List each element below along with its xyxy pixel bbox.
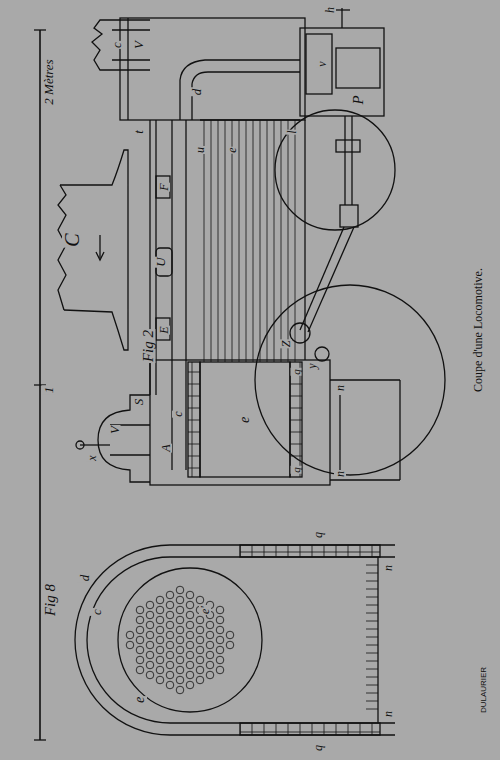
part-letter: l bbox=[286, 129, 298, 134]
figure-caption: Coupe d'une Locomotive. bbox=[472, 267, 484, 393]
part-letter: d bbox=[190, 88, 203, 97]
part-letter: e' bbox=[199, 605, 211, 615]
part-letter: n bbox=[382, 710, 394, 718]
part-letter: Fig 2 bbox=[141, 329, 156, 363]
part-letter: v bbox=[316, 60, 328, 67]
part-letter: C bbox=[62, 232, 82, 247]
part-letter: U bbox=[154, 256, 167, 267]
part-letter: q bbox=[312, 531, 324, 539]
part-letter: 2 Mètres bbox=[42, 58, 55, 105]
part-letter: n bbox=[334, 384, 346, 392]
part-letter: y bbox=[306, 362, 318, 369]
part-letter: x bbox=[86, 454, 98, 461]
part-letter: t bbox=[132, 129, 145, 135]
part-letter: u bbox=[194, 146, 206, 154]
part-letter: h bbox=[324, 6, 336, 14]
part-letter: F bbox=[158, 182, 170, 191]
part-letter: E bbox=[158, 325, 170, 334]
part-letter: n bbox=[334, 470, 346, 478]
part-letter: q bbox=[291, 368, 302, 376]
part-letter: q bbox=[291, 466, 302, 474]
part-letter: DULAURIER bbox=[480, 666, 488, 714]
part-letter: d bbox=[78, 574, 91, 583]
part-letter: e bbox=[133, 696, 147, 704]
part-letter: c bbox=[110, 41, 123, 49]
part-letter: Fig 8 bbox=[43, 583, 58, 617]
part-letter: c bbox=[90, 608, 103, 616]
part-letter: S bbox=[132, 398, 145, 407]
part-letter: Z bbox=[280, 340, 292, 349]
part-letter: e bbox=[226, 146, 238, 153]
part-letter: V bbox=[132, 40, 145, 50]
part-letter: n bbox=[382, 564, 394, 572]
part-letter: 1 bbox=[42, 386, 55, 395]
part-letter: c bbox=[172, 410, 184, 417]
part-letter: q bbox=[312, 744, 324, 752]
part-letter: e bbox=[238, 416, 252, 424]
part-letter: P bbox=[351, 94, 366, 105]
part-letter: V bbox=[108, 425, 121, 435]
part-letter: A bbox=[160, 443, 172, 452]
